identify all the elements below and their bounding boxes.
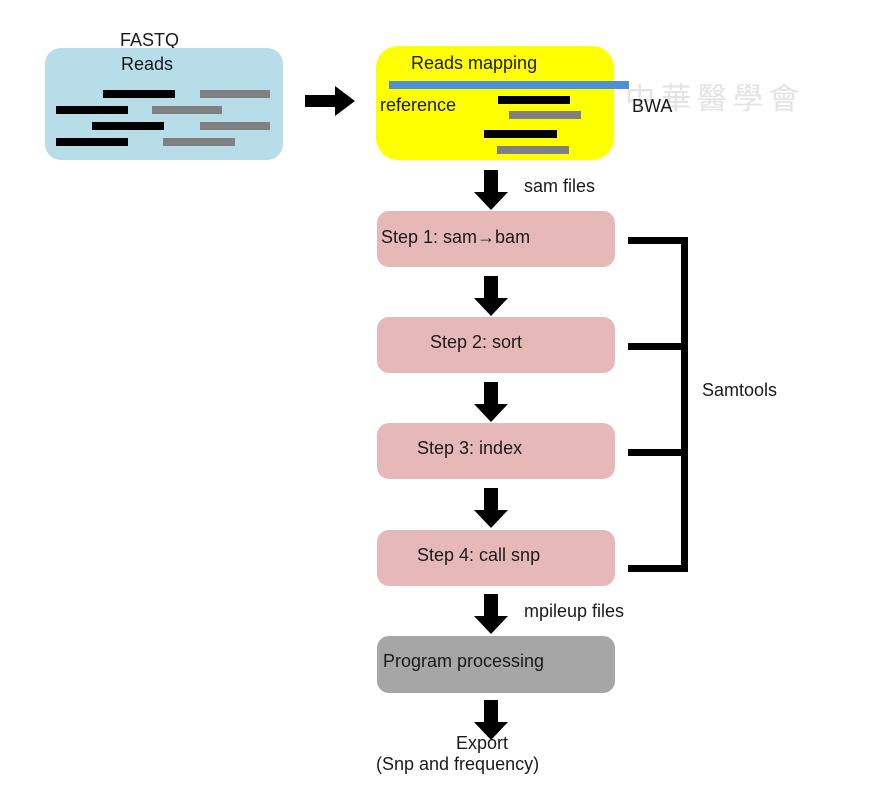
bracket-tick xyxy=(628,449,688,456)
reference-label: reference xyxy=(380,95,457,115)
bracket-spine xyxy=(681,237,688,572)
read-bar xyxy=(200,122,270,130)
read-bar xyxy=(152,106,222,114)
read-bar xyxy=(200,90,270,98)
down-arrow-icon xyxy=(474,170,508,210)
down-arrow-icon xyxy=(474,700,508,740)
reads-mapping-title: Reads mapping xyxy=(411,53,538,73)
down-arrow-icon xyxy=(474,276,508,316)
step-label: Step 1: sam→bam xyxy=(381,227,531,247)
read-bar xyxy=(484,130,557,138)
bracket-tick xyxy=(628,343,688,350)
read-bar xyxy=(103,90,175,98)
read-bar xyxy=(498,96,570,104)
step-box: Step 4: call snp xyxy=(377,530,615,586)
read-bar xyxy=(509,111,581,119)
fastq-reads-label: Reads xyxy=(121,54,174,74)
step-box: Step 1: sam→bam xyxy=(377,211,615,267)
down-arrow-icon xyxy=(474,488,508,528)
export-detail-label: (Snp and frequency) xyxy=(376,754,540,774)
down-arrow-icon xyxy=(474,382,508,422)
reads-mapping-box: Reads mapping reference xyxy=(376,46,629,160)
read-bar xyxy=(497,146,569,154)
samtools-label: Samtools xyxy=(702,380,778,400)
bwa-label: BWA xyxy=(632,96,673,116)
program-processing-label: Program processing xyxy=(383,651,545,671)
down-arrow-icon xyxy=(474,594,508,634)
watermark: 中華醫學會 xyxy=(625,82,805,117)
fastq-title: FASTQ xyxy=(120,30,180,50)
bracket-tick xyxy=(628,565,688,572)
read-bar xyxy=(56,138,128,146)
bracket-tick xyxy=(628,237,688,244)
read-bar xyxy=(56,106,128,114)
step-box: Step 3: index xyxy=(377,423,615,479)
sam-files-label: sam files xyxy=(524,176,596,196)
mpileup-files-label: mpileup files xyxy=(524,601,625,621)
reference-line xyxy=(389,81,629,89)
fastq-reads-box: Reads xyxy=(45,48,283,160)
export-label: Export xyxy=(456,733,509,753)
right-arrow-icon xyxy=(305,86,355,116)
step-label: Step 3: index xyxy=(417,438,523,458)
step-box: Step 2: sort xyxy=(377,317,615,373)
program-processing-box: Program processing xyxy=(377,636,615,693)
step-label: Step 2: sort xyxy=(430,332,523,352)
step-label: Step 4: call snp xyxy=(417,545,541,565)
read-bar xyxy=(163,138,235,146)
read-bar xyxy=(92,122,164,130)
